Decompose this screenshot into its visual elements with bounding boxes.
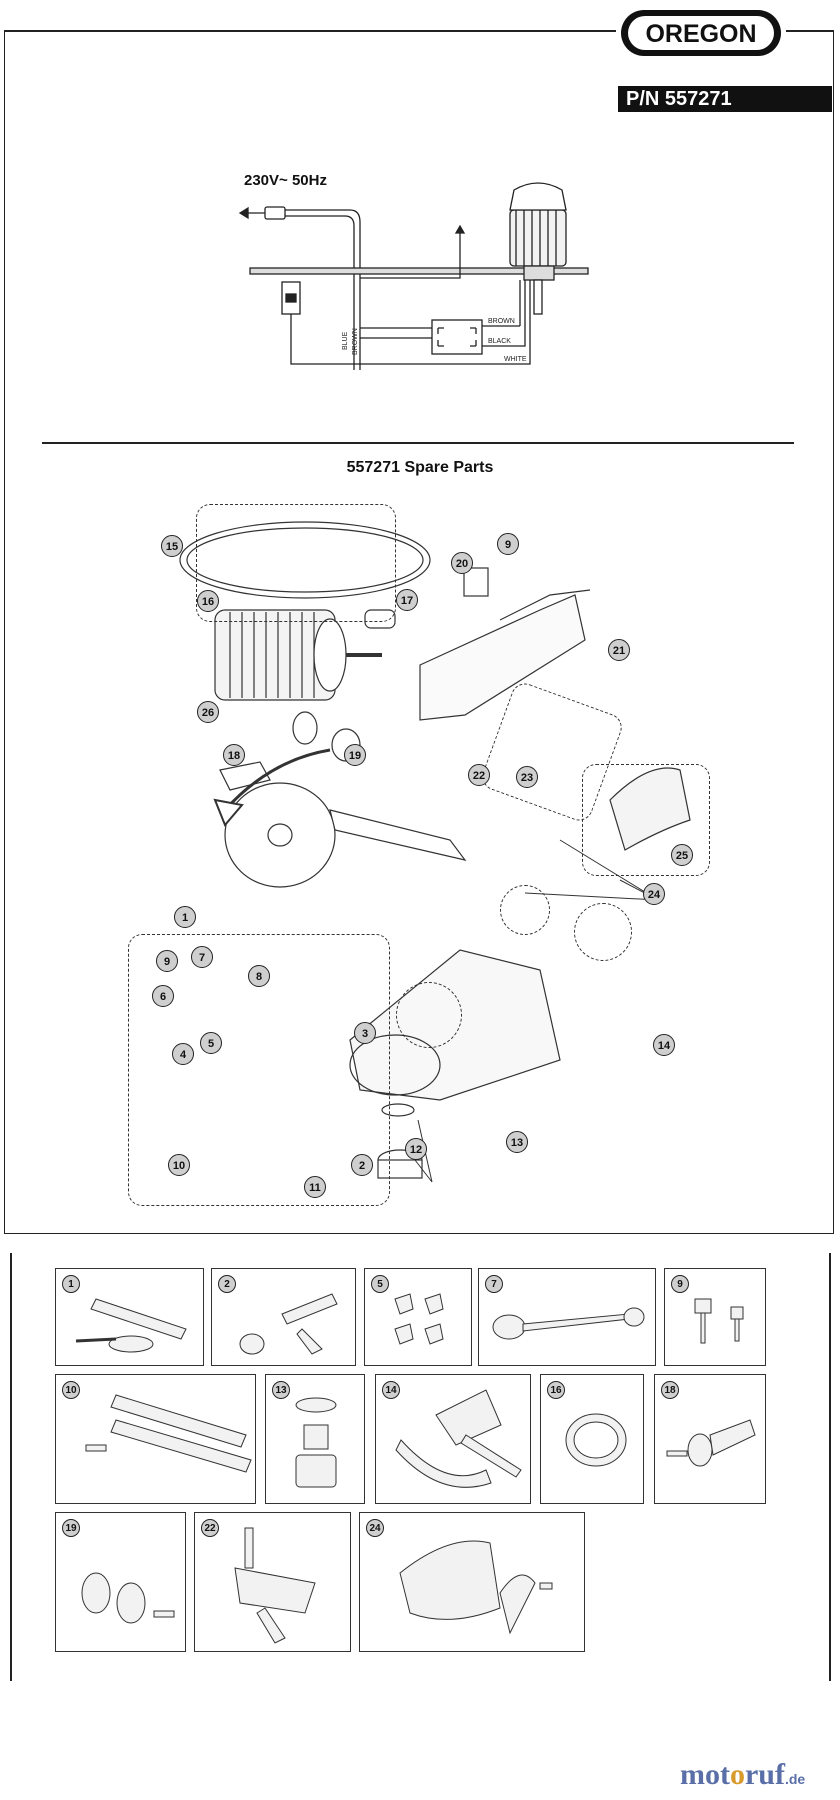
callout-17: 17 bbox=[396, 589, 418, 611]
callout-23: 23 bbox=[516, 766, 538, 788]
detail-tile-19: 19 bbox=[55, 1512, 186, 1652]
frame-line bbox=[4, 30, 616, 32]
sheet-frame bbox=[4, 30, 834, 1234]
tile-number: 13 bbox=[272, 1381, 290, 1399]
tile-number: 19 bbox=[62, 1519, 80, 1537]
detail-tile-16: 16 bbox=[540, 1374, 644, 1504]
callout-22: 22 bbox=[468, 764, 490, 786]
callout-6: 6 bbox=[152, 985, 174, 1007]
detail-tile-22: 22 bbox=[194, 1512, 351, 1652]
motoruf-logo: motoruf.de bbox=[680, 1758, 806, 1791]
tile-number: 1 bbox=[62, 1275, 80, 1293]
tile-number: 10 bbox=[62, 1381, 80, 1399]
callout-9: 9 bbox=[156, 950, 178, 972]
callout-20: 20 bbox=[451, 552, 473, 574]
group-scale-c bbox=[396, 982, 462, 1048]
callout-9-top: 9 bbox=[497, 533, 519, 555]
callout-7: 7 bbox=[191, 946, 213, 968]
callout-18: 18 bbox=[223, 744, 245, 766]
callout-8: 8 bbox=[248, 965, 270, 987]
wire-label-brown: BROWN bbox=[488, 318, 515, 325]
spare-parts-title: 557271 Spare Parts bbox=[346, 459, 494, 476]
detail-tile-14: 14 bbox=[375, 1374, 531, 1504]
tile-number: 5 bbox=[371, 1275, 389, 1293]
supply-label: 230V~ 50Hz bbox=[244, 172, 327, 189]
part-number: P/N 557271 bbox=[618, 86, 832, 112]
tile-number: 22 bbox=[201, 1519, 219, 1537]
callout-3: 3 bbox=[354, 1022, 376, 1044]
detail-tile-10: 10 bbox=[55, 1374, 256, 1504]
frame-line bbox=[10, 1253, 12, 1681]
tile-number: 16 bbox=[547, 1381, 565, 1399]
detail-tile-24: 24 bbox=[359, 1512, 585, 1652]
callout-21: 21 bbox=[608, 639, 630, 661]
callout-19: 19 bbox=[344, 744, 366, 766]
section-divider bbox=[42, 442, 794, 444]
group-1 bbox=[128, 934, 390, 1206]
callout-25: 25 bbox=[671, 844, 693, 866]
frame-line bbox=[829, 1253, 831, 1681]
callout-16: 16 bbox=[197, 590, 219, 612]
callout-10: 10 bbox=[168, 1154, 190, 1176]
wiring-diagram: BLUE BROWN BROWN BLACK WHITE bbox=[238, 182, 589, 370]
frame-line bbox=[786, 30, 834, 32]
group-24 bbox=[582, 764, 710, 876]
tile-number: 9 bbox=[671, 1275, 689, 1293]
callout-12: 12 bbox=[405, 1138, 427, 1160]
detail-tile-18: 18 bbox=[654, 1374, 766, 1504]
callout-13: 13 bbox=[506, 1131, 528, 1153]
callout-26: 26 bbox=[197, 701, 219, 723]
wire-label-blue: BLUE bbox=[342, 331, 349, 350]
callout-4: 4 bbox=[172, 1043, 194, 1065]
tile-number: 24 bbox=[366, 1519, 384, 1537]
group-scale-b bbox=[574, 903, 632, 961]
tile-number: 7 bbox=[485, 1275, 503, 1293]
tile-number: 2 bbox=[218, 1275, 236, 1293]
tile-number: 18 bbox=[661, 1381, 679, 1399]
group-cable bbox=[196, 504, 396, 622]
callout-15: 15 bbox=[161, 535, 183, 557]
tile-number: 14 bbox=[382, 1381, 400, 1399]
detail-tile-7: 7 bbox=[478, 1268, 656, 1366]
detail-tile-1: 1 bbox=[55, 1268, 204, 1366]
callout-14: 14 bbox=[653, 1034, 675, 1056]
callout-24: 24 bbox=[643, 883, 665, 905]
wire-label-white: WHITE bbox=[504, 356, 527, 363]
oregon-logo: OREGON bbox=[618, 4, 784, 60]
detail-tile-5: 5 bbox=[364, 1268, 472, 1366]
detail-tile-9: 9 bbox=[664, 1268, 766, 1366]
wire-label-brown-vertical: BROWN bbox=[352, 328, 359, 355]
detail-tile-13: 13 bbox=[265, 1374, 365, 1504]
group-scale-a bbox=[500, 885, 550, 935]
detail-tile-2: 2 bbox=[211, 1268, 356, 1366]
callout-5: 5 bbox=[200, 1032, 222, 1054]
wire-label-black: BLACK bbox=[488, 338, 511, 345]
callout-11: 11 bbox=[304, 1176, 326, 1198]
callout-1: 1 bbox=[174, 906, 196, 928]
logo-text: OREGON bbox=[645, 20, 756, 48]
callout-2: 2 bbox=[351, 1154, 373, 1176]
